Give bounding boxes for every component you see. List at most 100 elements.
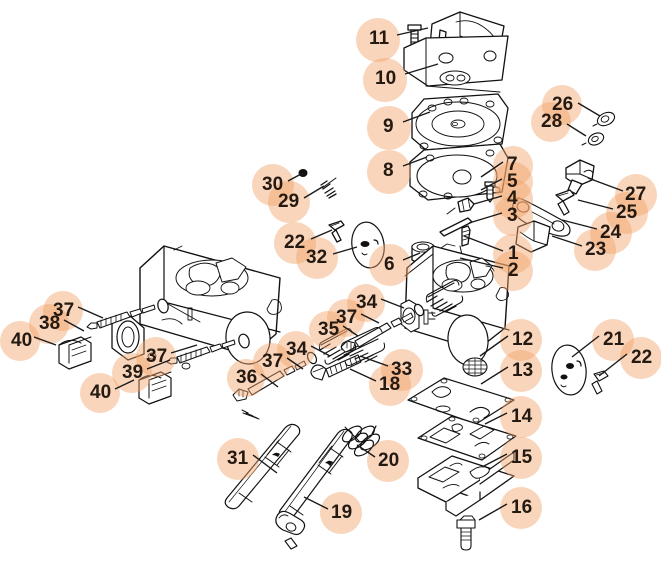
part-number-37[interactable]: 37: [336, 307, 358, 328]
part-number-18[interactable]: 18: [379, 374, 401, 395]
part-14-metering-gasket: [417, 415, 517, 461]
leader-line-19: [303, 496, 329, 510]
leader-line-36: [260, 373, 279, 388]
leader-line-5: [480, 178, 503, 191]
leader-line-31: [252, 454, 278, 474]
part-number-34[interactable]: 34: [356, 292, 378, 313]
leader-line-30: [287, 172, 304, 182]
part-number-15[interactable]: 15: [511, 447, 533, 468]
part-37-o-ring-lower: [238, 333, 250, 349]
part-number-25[interactable]: 25: [616, 202, 638, 223]
leader-line-11: [396, 27, 429, 36]
leader-line-28: [566, 123, 587, 137]
part-35-high-speed-needle: [340, 312, 414, 353]
part-number-11[interactable]: 11: [369, 28, 390, 49]
part-38-limiter-needle-a: [86, 304, 156, 330]
leader-line-2: [459, 257, 504, 269]
misc-top-spring-bit: [241, 409, 260, 420]
part-12-fuel-filter-screen: [462, 357, 488, 377]
part-37-o-ring-adj-upper: [413, 303, 425, 317]
part-number-4[interactable]: 4: [507, 188, 518, 209]
part-36-low-speed-needle: [232, 360, 307, 402]
part-number-5[interactable]: 5: [507, 171, 518, 192]
part-22-screw-right: [591, 370, 609, 395]
part-number-39[interactable]: 39: [122, 362, 144, 383]
part-16-cover-screw: [456, 515, 476, 551]
leader-line-35: [342, 325, 359, 337]
part-7-inlet-needle-parts: [452, 169, 472, 185]
part-number-27[interactable]: 27: [625, 184, 647, 205]
part-number-29[interactable]: 29: [278, 191, 300, 212]
part-number-40[interactable]: 40: [90, 382, 112, 403]
leader-line-13: [480, 366, 509, 385]
part-number-35[interactable]: 35: [318, 319, 340, 340]
part-number-13[interactable]: 13: [512, 360, 534, 381]
part-25-lever-screw: [555, 189, 575, 216]
part-number-21[interactable]: 21: [603, 329, 625, 350]
part-number-24[interactable]: 24: [600, 222, 622, 243]
leader-line-14: [484, 412, 508, 425]
part-number-28[interactable]: 28: [541, 111, 563, 132]
part-number-22[interactable]: 22: [284, 232, 306, 253]
leader-line-8: [402, 156, 428, 167]
part-39-limiter-needle-b: [166, 339, 236, 365]
leader-line-7: [480, 161, 504, 178]
leader-line-39: [146, 359, 171, 370]
part-number-37[interactable]: 37: [146, 346, 168, 367]
part-number-19[interactable]: 19: [331, 502, 353, 523]
part-40-limiter-cap-a: [58, 336, 92, 370]
part-number-40[interactable]: 40: [11, 330, 33, 351]
part-number-32[interactable]: 32: [306, 247, 328, 268]
part-number-37[interactable]: 37: [262, 351, 284, 372]
part-number-33[interactable]: 33: [391, 359, 413, 380]
leader-line-1: [463, 235, 504, 252]
part-number-1[interactable]: 1: [508, 243, 519, 264]
part-number-37[interactable]: 37: [53, 300, 75, 321]
part-number-12[interactable]: 12: [512, 329, 534, 350]
leader-line-37: [286, 357, 304, 370]
part-number-34[interactable]: 34: [286, 339, 308, 360]
leader-line-40: [33, 336, 57, 346]
part-number-9[interactable]: 9: [383, 116, 394, 137]
part-number-3[interactable]: 3: [507, 205, 518, 226]
part-number-16[interactable]: 16: [511, 497, 533, 518]
part-number-38[interactable]: 38: [39, 313, 61, 334]
part-number-7[interactable]: 7: [507, 154, 518, 175]
leader-line-10: [404, 63, 439, 75]
part-number-20[interactable]: 20: [378, 450, 400, 471]
part-34-spring-upper: [425, 280, 464, 317]
part-number-36[interactable]: 36: [236, 367, 258, 388]
part-4-control-lever: [446, 197, 475, 215]
part-number-22[interactable]: 22: [631, 347, 653, 368]
part-number-2[interactable]: 2: [508, 260, 519, 281]
part-15-metering-cover: [417, 451, 515, 517]
leader-line-23: [551, 235, 583, 247]
leader-line-18: [349, 368, 377, 382]
leader-line-15: [481, 453, 508, 468]
part-40-limiter-cap-b: [138, 371, 172, 405]
leader-line-34: [310, 345, 331, 357]
leader-line-27: [587, 177, 624, 192]
leader-line-33: [359, 355, 389, 367]
part-number-30[interactable]: 30: [262, 174, 284, 195]
leader-line-12: [479, 335, 509, 357]
leader-line-38: [63, 319, 85, 332]
part-number-6[interactable]: 6: [384, 254, 395, 275]
leader-line-24: [561, 219, 598, 230]
leader-line-37: [77, 306, 104, 319]
part-number-26[interactable]: 26: [552, 94, 574, 115]
part-24-throttle-lever: [512, 197, 571, 237]
leader-line-37: [170, 344, 198, 354]
part-number-10[interactable]: 10: [375, 68, 397, 89]
leader-line-3: [468, 212, 503, 224]
part-number-14[interactable]: 14: [511, 406, 533, 427]
part-29-spring: [320, 177, 337, 199]
part-number-31[interactable]: 31: [227, 448, 249, 469]
part-37-o-ring-upper: [157, 298, 169, 314]
part-number-8[interactable]: 8: [383, 160, 394, 181]
leader-line-29: [303, 185, 325, 199]
part-number-23[interactable]: 23: [585, 239, 607, 260]
